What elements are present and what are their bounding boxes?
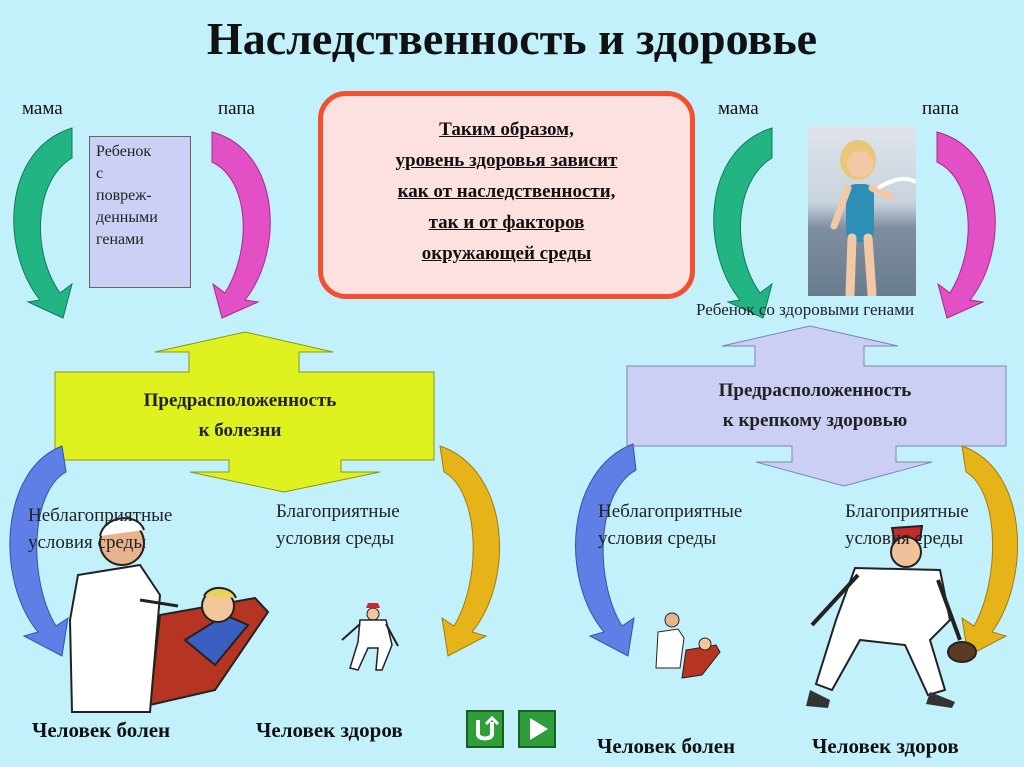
outcome-sick-left: Человек болен: [32, 718, 171, 742]
conditions-line: условия среды: [28, 532, 147, 553]
predisposition-line: к крепкому здоровью: [722, 410, 908, 431]
baseball-player-clipart-large: [806, 524, 977, 708]
outcome-healthy-right: Человек здоров: [812, 734, 959, 758]
conditions-line: Неблагоприятные: [28, 505, 173, 526]
predisposition-line: к болезни: [198, 420, 282, 441]
predisposition-box-left: [54, 331, 435, 493]
conclusion-line: Таким образом,: [439, 119, 574, 140]
page-title: Наследственность и здоровье: [206, 13, 818, 64]
favorable-arrow-left: [439, 445, 500, 657]
father-label-left: папа: [218, 98, 255, 119]
unfavorable-arrow-right: [575, 443, 637, 657]
mother-label-right: мама: [718, 98, 759, 119]
conditions-line: Благоприятные: [845, 501, 969, 522]
child-box-line: повреж-: [96, 187, 152, 204]
predisposition-right-text: Предрасположенность к крепкому здоровью: [640, 376, 990, 436]
child-figure-image: [830, 140, 916, 296]
conclusion-line: как от наследственности,: [397, 181, 616, 202]
conditions-line: условия среды: [845, 528, 964, 549]
conclusion-box: Таким образом, уровень здоровья зависит …: [318, 91, 695, 299]
outcome-sick-right: Человек болен: [597, 734, 736, 758]
father-arrow-right: [936, 131, 996, 319]
child-damaged-genes-box: Ребенок с повреж- денными генами: [89, 136, 191, 288]
conditions-line: условия среды: [598, 528, 717, 549]
predisposition-left-text: Предрасположенность к болезни: [95, 386, 385, 446]
child-box-line: Ребенок: [96, 143, 152, 160]
child-box-line: генами: [96, 231, 144, 248]
conclusion-line: так и от факторов: [428, 212, 585, 233]
conditions-line: Неблагоприятные: [598, 501, 743, 522]
conclusion-line: окружающей среды: [421, 243, 592, 264]
healthy-child-photo: [808, 126, 916, 296]
mother-arrow-right: [713, 127, 773, 319]
favorable-arrow-right: [961, 445, 1019, 657]
child-box-line: с: [96, 165, 104, 182]
conclusion-line: уровень здоровья зависит: [395, 150, 618, 171]
healthy-child-caption: Ребенок со здоровыми генами: [696, 300, 915, 319]
favorable-conditions-right: Благоприятные условия среды: [845, 498, 969, 552]
play-next-icon: [530, 718, 548, 740]
return-button[interactable]: [466, 710, 504, 748]
father-arrow-left: [211, 131, 271, 319]
predisposition-box-right: [626, 325, 1007, 487]
unfavorable-conditions-left: Неблагоприятные условия среды: [28, 502, 172, 556]
next-button[interactable]: [518, 710, 556, 748]
mother-arrow-left: [13, 127, 73, 319]
conditions-line: Благоприятные: [276, 501, 400, 522]
unfavorable-conditions-right: Неблагоприятные условия среды: [598, 498, 742, 552]
baseball-player-clipart-small: [341, 603, 399, 671]
doctor-patient-clipart-large: [68, 517, 270, 713]
outcome-healthy-left: Человек здоров: [256, 718, 403, 742]
favorable-conditions-left: Благоприятные условия среды: [276, 498, 400, 552]
doctor-patient-clipart-small: [655, 612, 721, 679]
return-icon: [476, 715, 500, 741]
mother-label-left: мама: [22, 98, 63, 119]
child-box-line: денными: [96, 209, 158, 226]
father-label-right: папа: [922, 98, 959, 119]
conditions-line: условия среды: [276, 528, 395, 549]
predisposition-line: Предрасположенность: [718, 380, 912, 401]
predisposition-line: Предрасположенность: [143, 390, 337, 411]
unfavorable-arrow-left: [9, 445, 69, 657]
